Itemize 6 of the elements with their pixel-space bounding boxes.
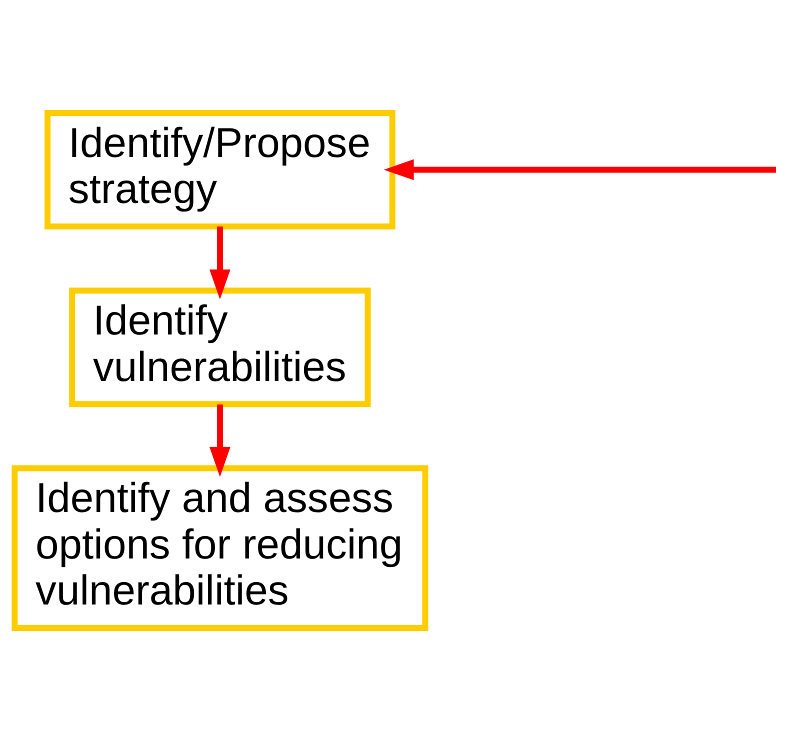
arrow [384,159,776,180]
arrow [209,404,230,477]
node-box: Identify vulnerabilities [69,288,371,408]
node-box: Identify/Propose strategy [44,110,396,230]
arrow [209,226,230,300]
node-box: Identify and assess options for reducing vulnerabilities [12,465,428,632]
